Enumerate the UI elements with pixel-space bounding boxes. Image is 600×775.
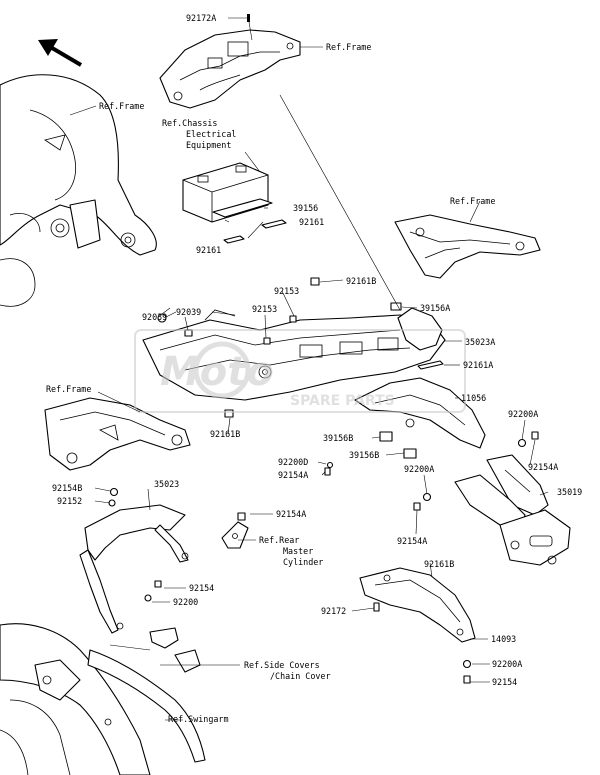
label-ref-frame-right: Ref.Frame [450, 196, 495, 206]
pad-92161A [417, 360, 444, 370]
master-cylinder-bracket [221, 521, 249, 549]
label-ref-side-1: Ref.Side Covers [244, 660, 320, 670]
label-92154A-3: 92154A [276, 509, 306, 519]
label-92200A-2: 92200A [404, 464, 434, 474]
label-92154B: 92154B [52, 483, 82, 493]
label-92039-right: 92039 [176, 307, 201, 317]
frame-upper-left [0, 74, 157, 307]
label-39156A: 39156A [420, 303, 450, 313]
label-92200A-1: 92200A [508, 409, 538, 419]
tail-bracket-35019 [454, 454, 571, 566]
label-ref-chassis-2: Electrical [186, 129, 236, 139]
hardware [108, 313, 539, 684]
watermark: Moto SPARE PARTS [134, 329, 466, 413]
labels: 92172A Ref.Frame Ref.Frame Ref.Chassis E… [46, 13, 582, 724]
label-ref-rear-3: Cylinder [283, 557, 323, 567]
label-39156B-2: 39156B [349, 450, 379, 460]
label-92153-top: 92153 [274, 286, 299, 296]
label-ref-chassis-3: Equipment [186, 140, 231, 150]
pad-39156B-2 [403, 448, 417, 459]
label-ref-chassis-1: Ref.Chassis [162, 118, 217, 128]
watermark-subtext: SPARE PARTS [290, 393, 395, 409]
label-92161B-mid: 92161B [210, 429, 240, 439]
label-92200A-3: 92200A [492, 659, 522, 669]
watermark-logo-text: Moto [160, 349, 274, 395]
label-92154A-1: 92154A [278, 470, 308, 480]
label-92152: 92152 [57, 496, 82, 506]
pad-92161 [223, 235, 245, 244]
label-92154-1: 92154 [189, 583, 214, 593]
label-35019: 35019 [557, 487, 582, 497]
pad-92161B-mid [224, 409, 234, 418]
label-14093: 14093 [491, 634, 516, 644]
label-35023A: 35023A [465, 337, 495, 347]
label-92161B-top: 92161B [346, 276, 376, 286]
pad-39156B-1 [379, 431, 393, 442]
frame-mid-left [44, 397, 191, 471]
label-92161B-bottom: 92161B [424, 559, 454, 569]
cover-35023 [79, 504, 189, 634]
label-39156: 39156 [293, 203, 318, 213]
pad-92161-right [261, 219, 287, 229]
rear-fender-top [159, 29, 301, 109]
label-92161A: 92161A [463, 360, 493, 370]
label-35023: 35023 [154, 479, 179, 489]
label-92172: 92172 [321, 606, 346, 616]
label-92154A-4: 92154A [397, 536, 427, 546]
label-92154A-2: 92154A [528, 462, 558, 472]
label-92161-right: 92161 [299, 217, 324, 227]
leader-lines [69, 17, 549, 721]
pad-92161B-top [310, 277, 320, 286]
label-92154-2: 92154 [492, 677, 517, 687]
label-92153-mid: 92153 [252, 304, 277, 314]
label-39156B-1: 39156B [323, 433, 353, 443]
battery-pad [212, 198, 273, 218]
label-ref-rear-1: Ref.Rear [259, 535, 299, 545]
frame-upper-right [394, 214, 541, 279]
label-ref-frame-top: Ref.Frame [326, 42, 371, 52]
label-92200: 92200 [173, 597, 198, 607]
label-ref-rear-2: Master [283, 546, 313, 556]
label-92039-left: 92039 [142, 312, 167, 322]
inner-fender-14093 [359, 567, 476, 643]
label-ref-swingarm: Ref.Swingarm [168, 714, 229, 724]
arrow-up-left-icon [38, 39, 83, 67]
label-ref-side-2: /Chain Cover [270, 671, 331, 681]
label-ref-frame-left: Ref.Frame [99, 101, 144, 111]
label-92200D: 92200D [278, 457, 308, 467]
label-11056: 11056 [461, 393, 486, 403]
swingarm-fragment [0, 623, 206, 775]
label-92172A: 92172A [186, 13, 216, 23]
label-92161-left: 92161 [196, 245, 221, 255]
label-ref-frame-mid: Ref.Frame [46, 384, 91, 394]
